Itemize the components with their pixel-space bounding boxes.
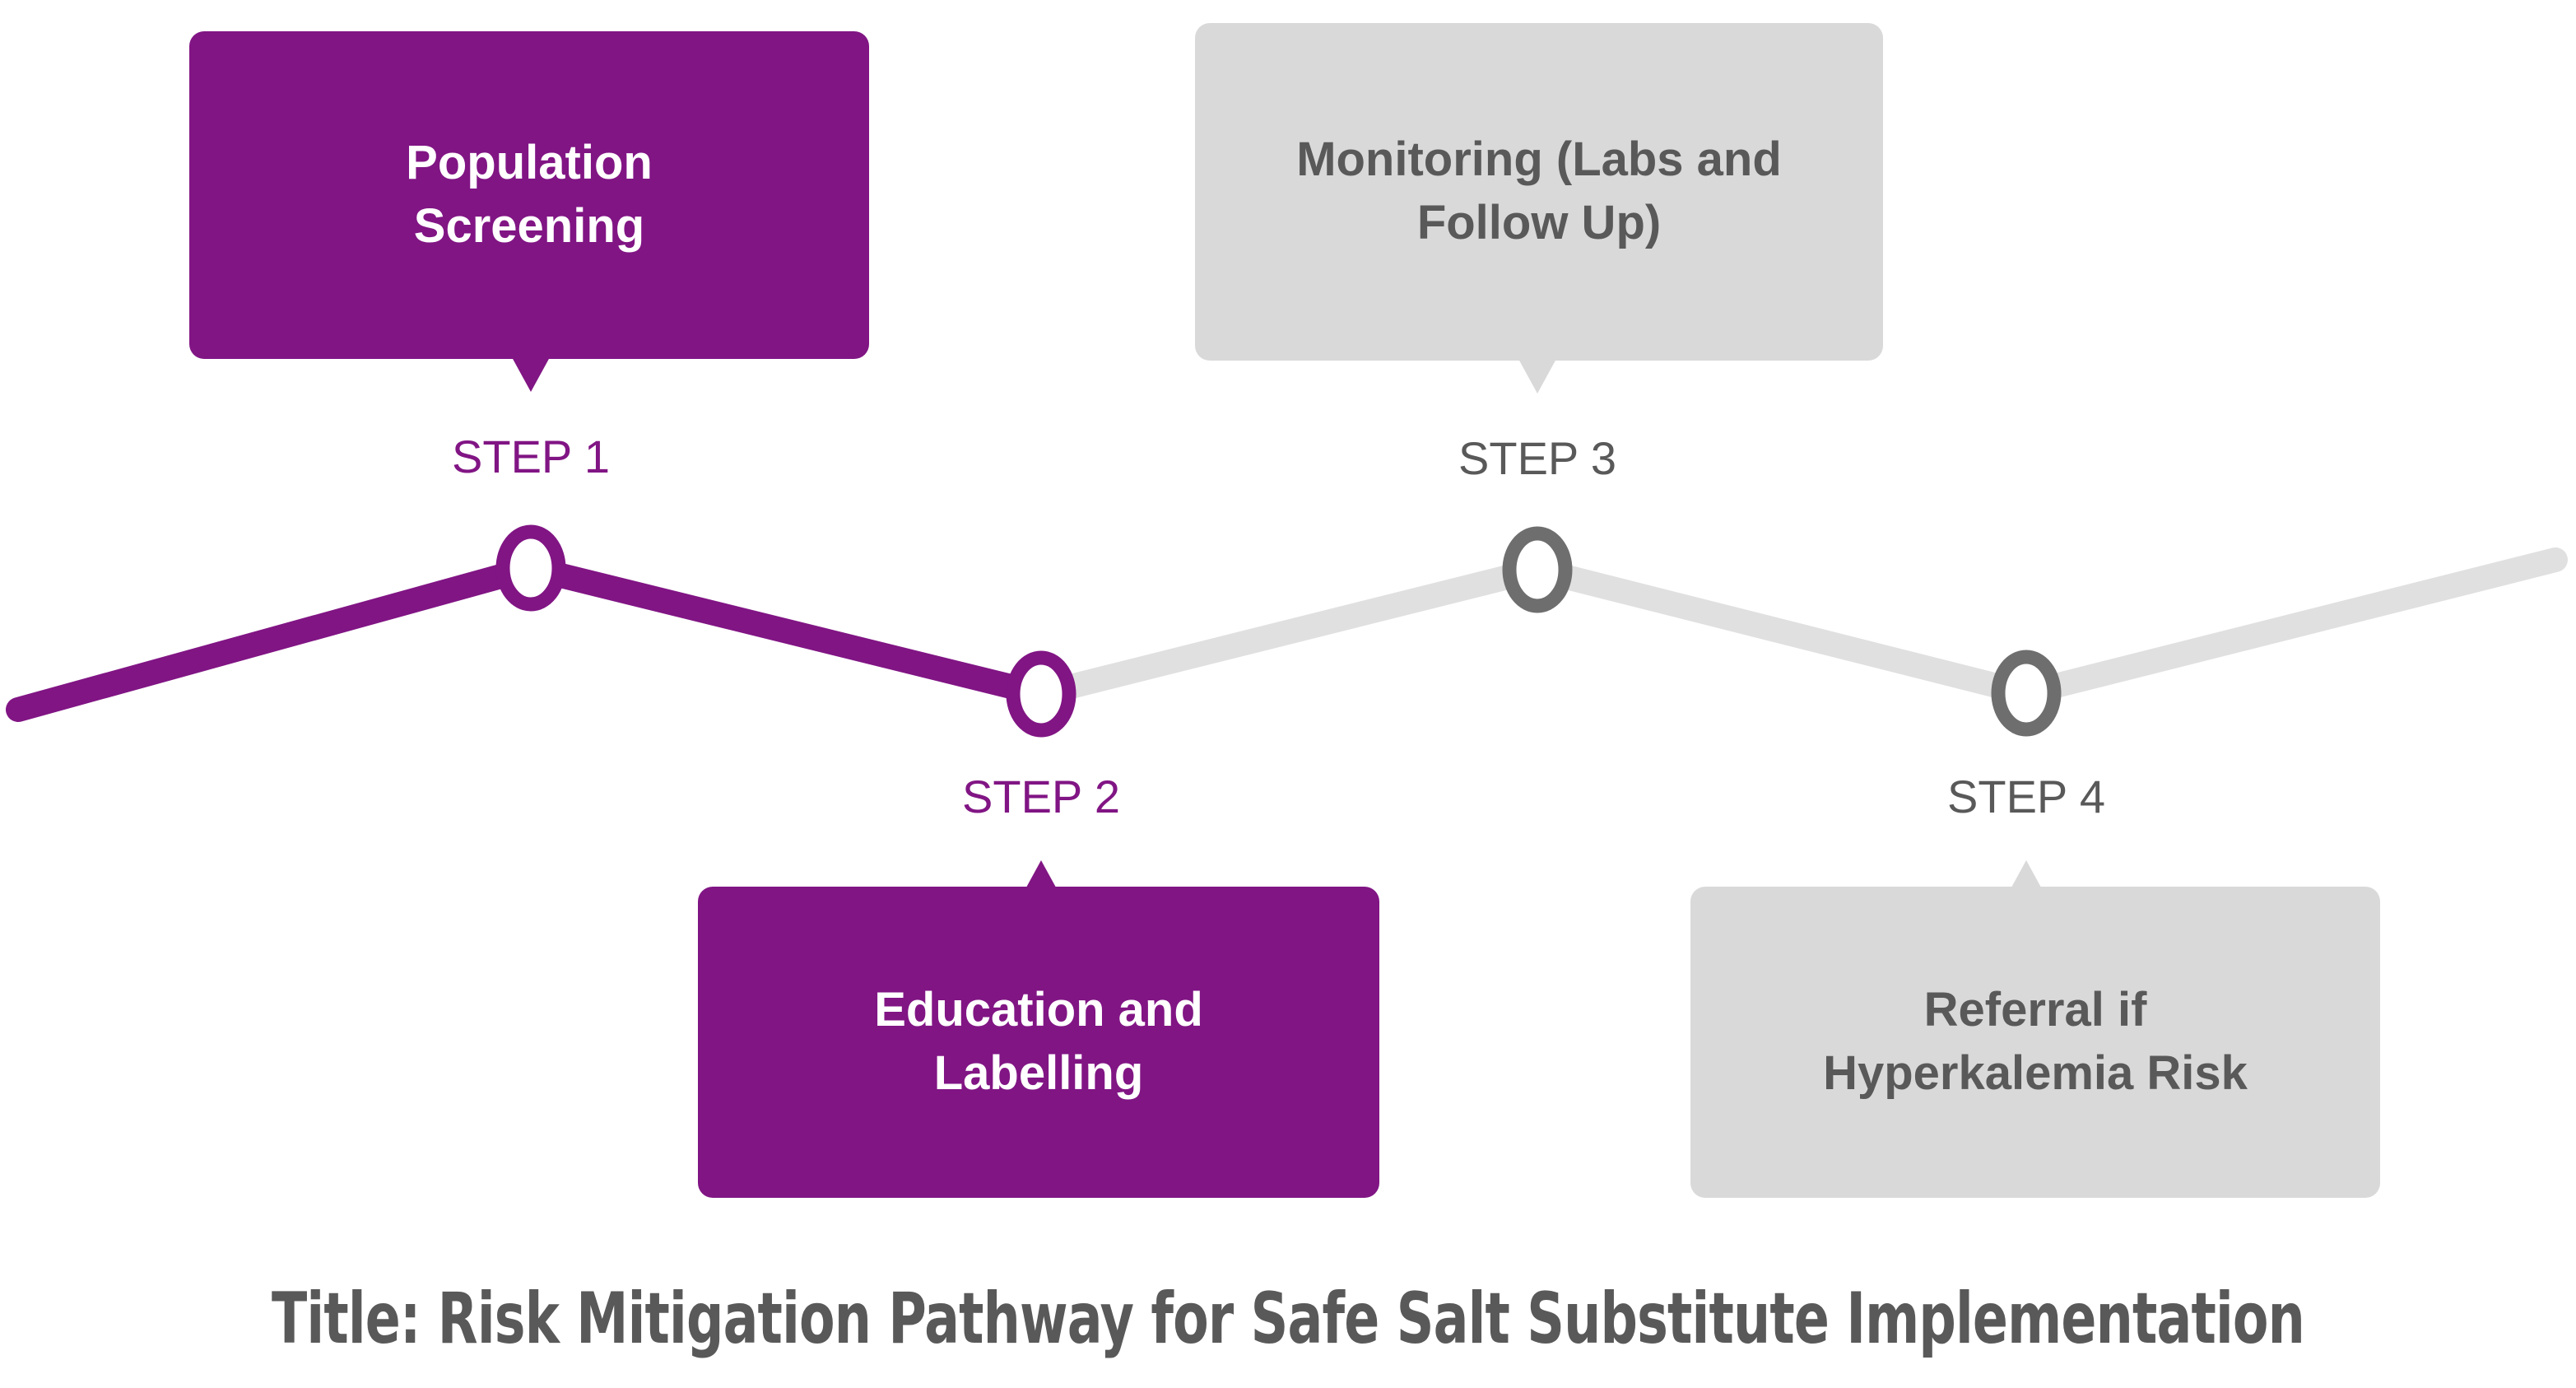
- callout-box-step-1-text: Population Screening: [222, 132, 836, 258]
- step-label-4: STEP 4: [1947, 771, 2105, 822]
- callout-box-step-4[interactable]: Referral if Hyperkalemia Risk: [1690, 887, 2380, 1198]
- callout-box-step-4-text: Referral if Hyperkalemia Risk: [1723, 979, 2347, 1105]
- callout-step-2-line-2: Labelling: [933, 1046, 1144, 1100]
- page-title: Title: Risk Mitigation Pathway for Safe …: [271, 1278, 2305, 1360]
- callout-step-3-line-2: Follow Up): [1416, 196, 1662, 249]
- callout-tail-step-1: [512, 357, 550, 392]
- node-marker-step-2[interactable]: [1006, 650, 1076, 738]
- callout-step-4-line-1: Referral if: [1923, 983, 2147, 1037]
- step-label-1: STEP 1: [452, 431, 610, 482]
- node-marker-step-4[interactable]: [1991, 650, 2062, 737]
- callout-step-1-line-1: Population: [406, 136, 653, 190]
- pathway-segment-inactive: [1029, 547, 2568, 706]
- pathway-segment-active: [6, 556, 1053, 722]
- step-label-2: STEP 2: [962, 771, 1120, 822]
- callout-box-step-3-text: Monitoring (Labs and Follow Up): [1228, 128, 1850, 254]
- callout-box-step-3[interactable]: Monitoring (Labs and Follow Up): [1195, 23, 1883, 361]
- step-label-3: STEP 3: [1458, 432, 1616, 484]
- callout-step-4-line-2: Hyperkalemia Risk: [1823, 1046, 2248, 1100]
- callout-box-step-2[interactable]: Education and Labelling: [698, 887, 1379, 1198]
- callout-step-1-line-2: Screening: [413, 199, 645, 253]
- callout-tail-step-3: [1518, 359, 1556, 394]
- callout-step-3-line-1: Monitoring (Labs and: [1296, 133, 1782, 187]
- callout-box-step-2-text: Education and Labelling: [731, 979, 1346, 1105]
- callout-box-step-1[interactable]: Population Screening: [189, 31, 869, 359]
- callout-step-2-line-1: Education and: [874, 983, 1203, 1037]
- node-marker-step-3[interactable]: [1502, 526, 1573, 613]
- node-marker-step-1[interactable]: [495, 524, 566, 612]
